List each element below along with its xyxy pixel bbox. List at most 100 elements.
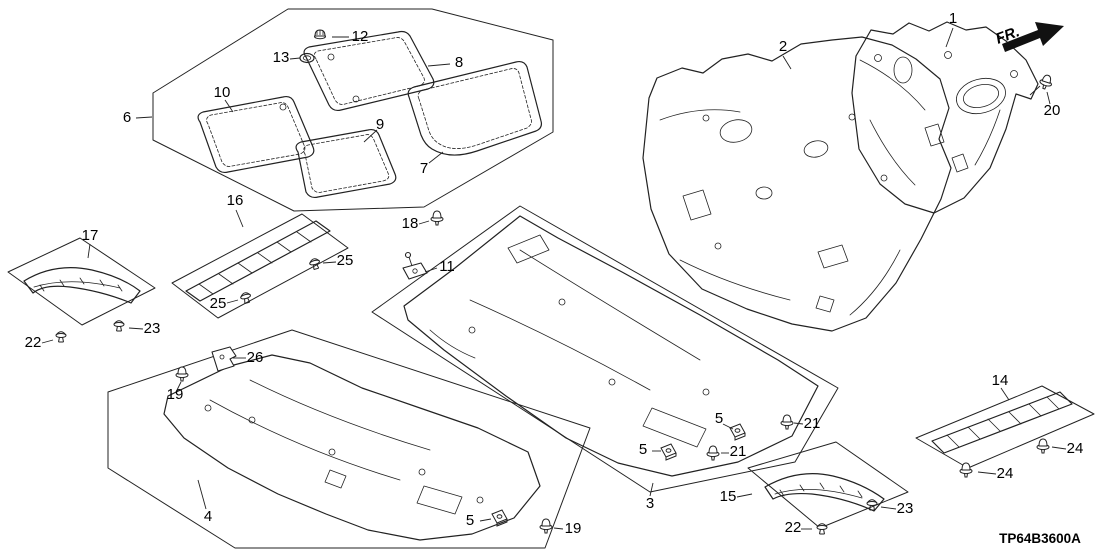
callout-24-a[interactable]: 24 [1067, 440, 1084, 457]
callout-11[interactable]: 11 [439, 258, 455, 275]
leader-line [1000, 387, 1010, 401]
leader-lines [41, 27, 1067, 530]
leader-line [363, 129, 378, 143]
part-26-bracket [211, 346, 237, 372]
group-boundary-17 [7, 237, 156, 326]
part-23-clip-left [113, 320, 125, 332]
part-25-clip-lower [239, 291, 253, 305]
leader-line [289, 57, 301, 60]
callout-20[interactable]: 20 [1044, 102, 1061, 119]
rear-carpet-group [371, 205, 839, 493]
side-garnish-17-group [7, 237, 156, 343]
leader-line [977, 471, 997, 475]
callout-16[interactable]: 16 [227, 192, 244, 209]
callout-23-a[interactable]: 23 [144, 320, 161, 337]
callout-25-b[interactable]: 25 [210, 295, 227, 312]
leader-line [87, 243, 91, 259]
leader-line [41, 339, 54, 344]
part-7-rear-mat [407, 60, 543, 156]
callout-26[interactable]: 26 [247, 349, 264, 366]
leader-line [418, 220, 430, 225]
floor-mat-group [152, 8, 554, 212]
callout-12[interactable]: 12 [352, 28, 369, 45]
part-24-clip-upper [1036, 438, 1050, 454]
sill-garnish-16-group [171, 213, 349, 319]
callout-23-b[interactable]: 23 [897, 500, 914, 517]
leader-line [649, 482, 654, 497]
leader-line [782, 55, 792, 70]
part-22-clip-left [55, 331, 67, 343]
leader-line [1051, 446, 1067, 450]
leader-line [1029, 85, 1041, 96]
callout-17[interactable]: 17 [82, 227, 99, 244]
leader-line [945, 27, 954, 48]
leader-line [479, 518, 492, 522]
leader-line [235, 209, 244, 228]
leader-line [224, 99, 234, 113]
callout-15[interactable]: 15 [720, 488, 737, 505]
callout-25-a[interactable]: 25 [337, 252, 354, 269]
part-1-dashboard-panel-insulator [851, 21, 1039, 214]
part-10-front-mat [197, 95, 315, 174]
part-15-side-garnish [764, 473, 885, 512]
group-boundary-16 [171, 213, 349, 319]
part-2-dashboard-insulator [642, 36, 952, 332]
callout-22-a[interactable]: 22 [25, 334, 42, 351]
callout-5-a[interactable]: 5 [715, 410, 723, 427]
leader-line [176, 381, 182, 391]
callout-9[interactable]: 9 [376, 116, 384, 133]
leader-line [424, 267, 438, 273]
callout-18[interactable]: 18 [402, 215, 419, 232]
front-carpet-group [107, 329, 591, 549]
part-21-screw-lower [706, 445, 720, 461]
callout-4[interactable]: 4 [204, 508, 212, 525]
leader-line [135, 116, 153, 119]
part-12-grommet [314, 29, 326, 40]
group-boundary-14 [915, 385, 1095, 469]
callout-2[interactable]: 2 [779, 38, 787, 55]
callout-10[interactable]: 10 [214, 84, 231, 101]
callout-7[interactable]: 7 [420, 160, 428, 177]
callout-19-a[interactable]: 19 [167, 386, 184, 403]
callout-1[interactable]: 1 [949, 10, 957, 27]
part-4-front-floor-carpet [163, 354, 541, 541]
part-3-rear-floor-carpet [403, 215, 819, 477]
part-19-screw-bottom [539, 518, 553, 534]
leader-line [428, 151, 444, 164]
leader-line [880, 506, 897, 510]
part-18-clip [430, 210, 444, 226]
callout-21-a[interactable]: 21 [804, 415, 821, 432]
leader-line [427, 63, 451, 67]
leader-line [322, 261, 337, 264]
leader-line [722, 423, 734, 430]
callout-21-b[interactable]: 21 [730, 443, 747, 460]
leader-line [1046, 91, 1051, 105]
part-11-bracket [402, 251, 428, 280]
callout-19-b[interactable]: 19 [565, 520, 582, 537]
callout-24-b[interactable]: 24 [997, 465, 1014, 482]
leader-line [197, 479, 207, 510]
part-5-plate-upper [729, 423, 746, 441]
part-22-clip-right [816, 523, 828, 535]
callout-5-b[interactable]: 5 [639, 441, 647, 458]
callout-3[interactable]: 3 [646, 495, 654, 512]
callout-5-c[interactable]: 5 [466, 512, 474, 529]
group-boundary-4 [107, 329, 591, 549]
leader-line [226, 299, 239, 304]
leader-line [128, 327, 144, 330]
callout-14[interactable]: 14 [992, 372, 1009, 389]
part-21-screw-upper [780, 414, 794, 430]
leader-line [793, 422, 804, 425]
part-5-plate-lower [660, 443, 677, 461]
callout-6[interactable]: 6 [123, 109, 131, 126]
rear-sill-garnish-14-group [915, 385, 1095, 478]
diagram-code: TP64B3600A [999, 531, 1081, 546]
callout-22-b[interactable]: 22 [785, 519, 802, 536]
callout-13[interactable]: 13 [273, 49, 290, 66]
group-boundary-6 [152, 8, 554, 212]
part-8-front-mat [303, 30, 435, 112]
leader-line [553, 527, 564, 530]
callout-8[interactable]: 8 [455, 54, 463, 71]
part-19-screw-left [175, 366, 189, 382]
